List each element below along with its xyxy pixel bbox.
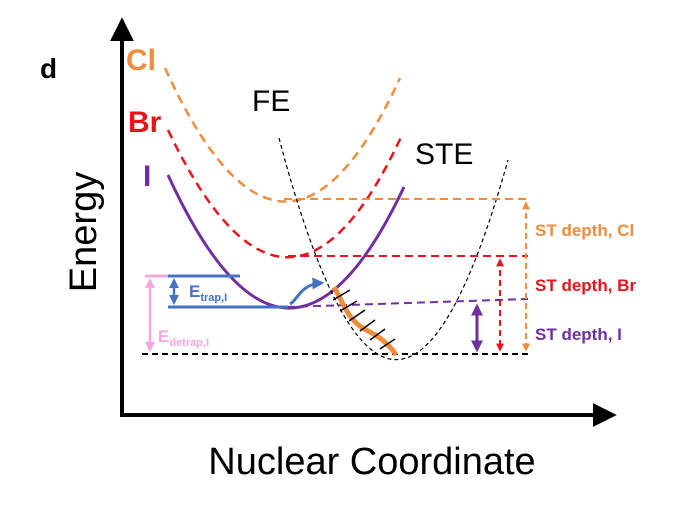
relaxation-ticks	[332, 289, 396, 350]
trap-escape-arrow	[289, 277, 325, 306]
detrap-energy-label: Edetrap,I	[158, 327, 209, 349]
ste-label: STE	[415, 138, 473, 171]
cl-depth-label: ST depth, Cl	[535, 221, 634, 240]
x-axis-label: Nuclear Coordinate	[208, 441, 535, 483]
fe-label: FE	[252, 85, 290, 118]
cl-curve	[163, 67, 402, 203]
br-curve	[166, 129, 404, 259]
br-depth-label: ST depth, Br	[535, 276, 636, 295]
i-label: I	[143, 160, 151, 193]
ste-curve	[278, 137, 509, 361]
i-depth-label: ST depth, I	[535, 325, 622, 344]
cl-label: Cl	[126, 44, 156, 77]
panel-label: d	[40, 53, 57, 84]
trap-energy-label: Etrap,I	[189, 282, 227, 304]
i-min-level	[286, 298, 529, 308]
y-axis-label: Energy	[63, 172, 105, 292]
br-label: Br	[128, 106, 162, 139]
relaxation-path	[331, 285, 399, 357]
